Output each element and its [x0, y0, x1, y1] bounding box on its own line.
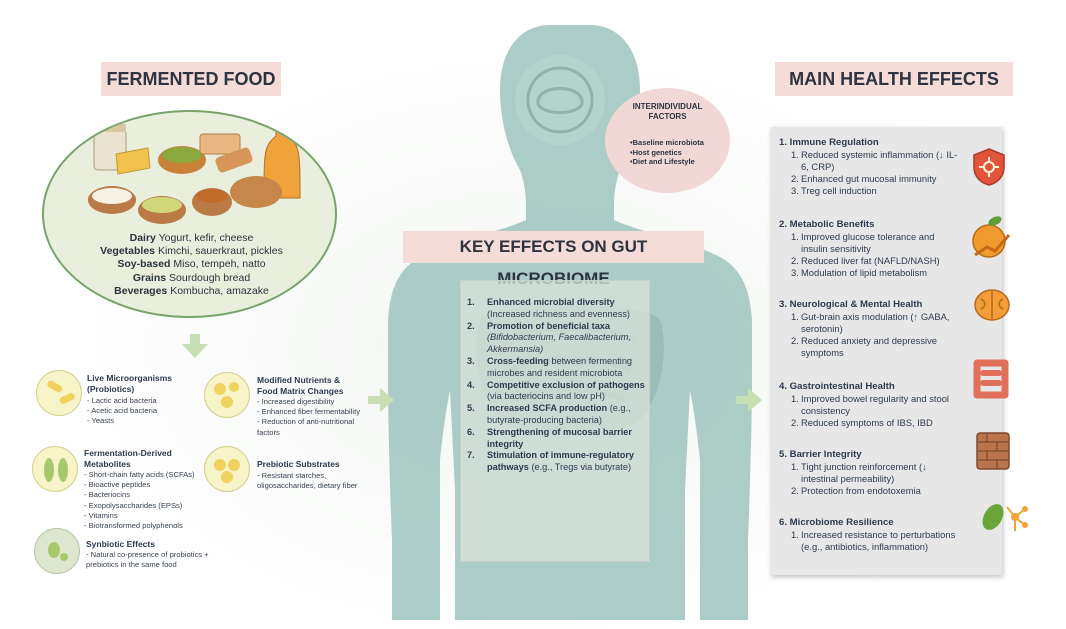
synbiotic-title: Synbiotic Effects [86, 539, 155, 549]
health-section-resilience: 6. Microbiome Resilience 1.Increased res… [779, 517, 956, 552]
food-row: Beverages Kombucha, amazake [114, 284, 269, 297]
health-section-gastrointestinal: 4. Gastrointestinal Health 1.Improved bo… [779, 381, 949, 428]
list-item: 4.Competitive exclusion of pathogens (vi… [467, 379, 645, 402]
key-effects-list: 1.Enhanced microbial diversity (Increase… [467, 297, 647, 474]
list-item: 6.Strengthening of mucosal barrier integ… [467, 426, 632, 449]
key-effects-box: 1.Enhanced microbial diversity (Increase… [460, 280, 650, 562]
synbiotic-list: - Natural co-presence of probiotics + pr… [86, 550, 209, 570]
live-microorganisms-list: - Lactic acid bacteria - Acetic acid bac… [87, 396, 158, 426]
health-section-metabolic: 2. Metabolic Benefits 1.Improved glucose… [779, 219, 940, 278]
prebiotic-title: Prebiotic Substrates [257, 459, 340, 469]
list-item: 1.Enhanced microbial diversity (Increase… [467, 297, 630, 319]
food-row: Soy-based Miso, tempeh, natto [117, 258, 266, 271]
metabolites-list: - Short-chain fatty acids (SCFAs) - Bioa… [84, 470, 195, 531]
bacteria-icon [47, 380, 75, 404]
list-item: 2.Promotion of beneficial taxa (Bifidoba… [467, 320, 631, 355]
list-item: 7.Stimulation of immune-regulatory pathw… [467, 450, 635, 473]
fermented-foods-illustration [88, 124, 301, 224]
brick-wall-icon [976, 432, 1010, 470]
metabolites-icon [44, 458, 68, 482]
microbe-icon [982, 504, 1028, 531]
synbiotic-icon [48, 542, 68, 561]
right-arrow-icon [736, 388, 762, 412]
prebiotic-circle [204, 446, 250, 492]
list-item: 3.Cross-feeding between fermenting micro… [467, 355, 633, 378]
interindividual-title: INTERINDIVIDUAL FACTORS [632, 102, 703, 121]
prebiotic-list: - Resistant starches, oligosaccharides, … [257, 471, 358, 491]
health-section-barrier: 5. Barrier Integrity 1.Tight junction re… [779, 449, 927, 496]
synbiotic-circle [34, 528, 80, 574]
orange-icon [972, 216, 1011, 258]
main-health-effects-title: MAIN HEALTH EFFECTS [775, 62, 1013, 96]
interindividual-factors: INTERINDIVIDUAL FACTORS •Baseline microb… [605, 88, 730, 193]
health-effects-panel: 1. Immune Regulation 1.Reduced systemic … [771, 127, 1028, 575]
modified-nutrients-list: - Increased digestibility - Enhanced fib… [257, 397, 360, 437]
list-item: 5.Increased SCFA production (e.g., butyr… [467, 403, 631, 425]
health-section-neurological: 3. Neurological & Mental Health 1.Gut-br… [779, 299, 950, 358]
modified-nutrients-title: Modified Nutrients & Food Matrix Changes [257, 375, 344, 396]
prebiotic-icon [214, 459, 240, 483]
shield-icon [973, 148, 1005, 186]
down-arrow-icon [182, 334, 208, 358]
intestine-icon [973, 359, 1009, 399]
brain-icon [974, 289, 1010, 321]
nutrients-icon [214, 382, 239, 408]
live-microorganisms-title: Live Microorganisms (Probiotics) [87, 373, 173, 394]
food-row: Grains Sourdough bread [132, 271, 251, 284]
key-effects-title: KEY EFFECTS ON GUT MICROBIOME [403, 231, 704, 288]
metabolites-title: Fermentation-Derived Metabolites [84, 448, 172, 469]
interindividual-list: •Baseline microbiota •Host genetics •Die… [630, 138, 704, 166]
right-arrow-icon [368, 388, 394, 412]
food-row: Dairy Yogurt, kefir, cheese [129, 232, 254, 244]
modified-nutrients-circle [204, 372, 250, 418]
fermented-food-panel: Dairy Yogurt, kefir, cheese Vegetables K… [42, 110, 337, 318]
food-row: Vegetables Kimchi, sauerkraut, pickles [100, 245, 283, 258]
fermented-food-title: FERMENTED FOOD [101, 62, 281, 96]
health-section-immune: 1. Immune Regulation 1.Reduced systemic … [779, 137, 958, 196]
metabolites-circle [32, 446, 78, 492]
food-category-list: Dairy Yogurt, kefir, cheese Vegetables K… [44, 232, 335, 298]
probiotics-circle [36, 370, 82, 416]
